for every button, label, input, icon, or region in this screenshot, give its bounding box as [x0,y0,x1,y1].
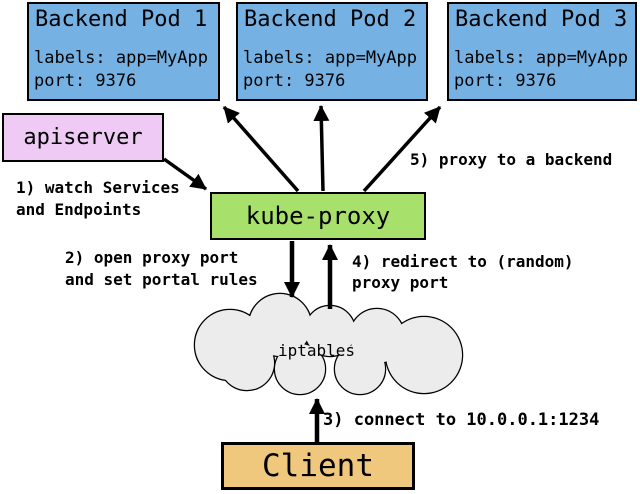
backend-pod-2-labels: labels: app=MyApp [243,48,417,68]
step4-redirect-annotation: 4) redirect to (random) proxy port [352,252,574,292]
backend-pod-2-title: Backend Pod 2 [244,7,417,32]
arrow-apiserver-to-kube-proxy [162,157,208,191]
backend-pod-2-port: port: 9376 [243,71,346,91]
backend-pod-1-box: Backend Pod 1 labels: app=MyApp port: 93… [27,2,220,101]
backend-pod-1-title: Backend Pod 1 [35,7,208,32]
client-box: Client [221,442,415,490]
iptables-label: iptables [278,341,356,360]
step5-proxy-backend-annotation: 5) proxy to a backend [410,150,613,169]
arrow-kube-proxy-to-pod-1 [222,105,300,193]
backend-pod-3-port: port: 9376 [454,71,557,91]
apiserver-box: apiserver [2,113,164,162]
iptables-cloud-fill [195,294,462,394]
step1-watch-services-annotation: 1) watch Services and Endpoints [16,178,180,219]
arrow-kube-proxy-to-pod-3 [362,105,442,193]
backend-pod-2-box: Backend Pod 2 labels: app=MyApp port: 93… [236,2,428,101]
backend-pod-3-box: Backend Pod 3 labels: app=MyApp port: 93… [447,2,637,101]
backend-pod-1-labels: labels: app=MyApp [34,48,208,68]
client-label: Client [262,448,374,484]
step3-connect-annotation: 3) connect to 10.0.0.1:1234 [323,410,600,430]
arrow-kube-proxy-to-pod-2 [313,105,330,192]
backend-pod-1-port: port: 9376 [34,71,137,91]
step2-open-proxy-port-annotation: 2) open proxy port and set portal rules [65,248,258,289]
backend-pod-3-labels: labels: app=MyApp [454,48,628,68]
kube-proxy-box: kube-proxy [210,192,426,240]
apiserver-label: apiserver [23,125,143,150]
kube-proxy-label: kube-proxy [245,202,391,230]
backend-pod-3-title: Backend Pod 3 [455,7,628,32]
